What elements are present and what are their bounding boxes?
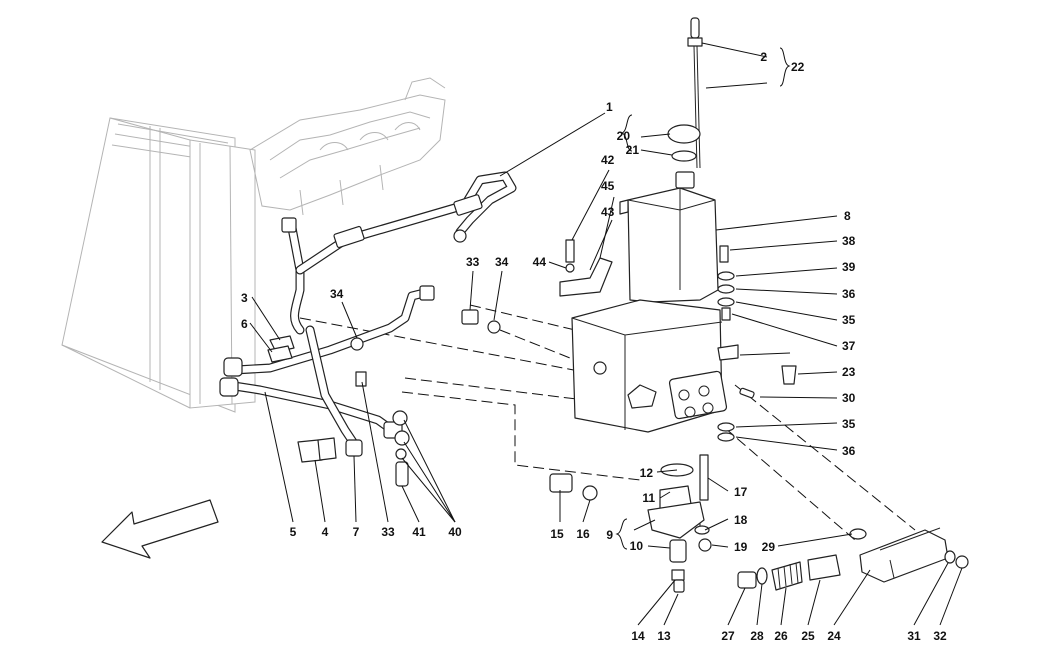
- label-25: 25: [801, 629, 815, 643]
- label-14: 14: [631, 629, 645, 643]
- label-40: 40: [448, 525, 462, 539]
- label-12: 12: [640, 466, 654, 480]
- label-43: 43: [601, 205, 615, 219]
- label-39: 39: [842, 260, 856, 274]
- label-20: 20: [617, 129, 631, 143]
- label-42: 42: [601, 153, 615, 167]
- label-37: 37: [842, 339, 856, 353]
- label-13: 13: [657, 629, 671, 643]
- label-34a: 34: [495, 255, 509, 269]
- dipstick-and-cap: [667, 17, 703, 169]
- label-3: 3: [241, 291, 248, 305]
- label-11: 11: [642, 491, 655, 505]
- label-29: 29: [762, 540, 776, 554]
- label-33b: 33: [381, 525, 395, 539]
- label-1: 1: [606, 100, 613, 114]
- label-36a: 36: [842, 287, 856, 301]
- label-24: 24: [827, 629, 841, 643]
- filter-housing: [647, 454, 712, 593]
- label-8: 8: [844, 209, 851, 223]
- label-17: 17: [734, 485, 748, 499]
- label-30: 30: [842, 391, 856, 405]
- oil-tank: [571, 171, 739, 433]
- leader-lines: [249, 42, 963, 626]
- label-5: 5: [290, 525, 297, 539]
- label-31: 31: [907, 629, 921, 643]
- label-35b: 35: [842, 417, 856, 431]
- label-41: 41: [412, 525, 426, 539]
- label-19: 19: [734, 540, 748, 554]
- middle-cooler-pipe: [223, 285, 435, 377]
- relief-valve: [737, 527, 969, 591]
- label-2: 2: [760, 50, 767, 64]
- direction-arrow-icon: [101, 499, 219, 559]
- label-9: 9: [606, 528, 613, 542]
- engine-ghost: [249, 77, 446, 216]
- label-36b: 36: [842, 444, 856, 458]
- label-21: 21: [626, 143, 640, 157]
- label-45: 45: [601, 179, 615, 193]
- label-44: 44: [533, 255, 547, 269]
- label-32: 32: [933, 629, 947, 643]
- label-16: 16: [576, 527, 590, 541]
- callout-labels: 2 22 1 20 21 42 45 43 44 8 38 39 36 35 3…: [241, 50, 947, 643]
- label-6: 6: [241, 317, 248, 331]
- clips-and-fittings: [267, 309, 598, 501]
- label-33a: 33: [466, 255, 480, 269]
- lower-cooler-pipe: [219, 325, 403, 457]
- label-27: 27: [721, 629, 735, 643]
- label-22: 22: [791, 60, 805, 74]
- right-side-washers: [717, 245, 797, 442]
- label-28: 28: [750, 629, 764, 643]
- label-7: 7: [353, 525, 360, 539]
- label-4: 4: [322, 525, 329, 539]
- upper-cooler-pipe: [281, 171, 517, 335]
- label-34b: 34: [330, 287, 344, 301]
- label-15: 15: [550, 527, 564, 541]
- radiator-ghost: [61, 117, 256, 413]
- tank-bracket: [559, 239, 613, 297]
- label-23: 23: [842, 365, 856, 379]
- label-38: 38: [842, 234, 856, 248]
- label-10: 10: [630, 539, 644, 553]
- label-26: 26: [774, 629, 788, 643]
- label-18: 18: [734, 513, 748, 527]
- label-35a: 35: [842, 313, 856, 327]
